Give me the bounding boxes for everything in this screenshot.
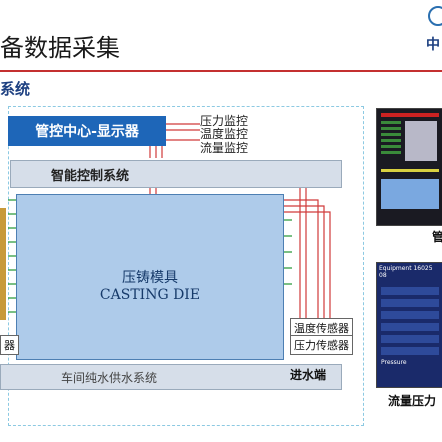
monitor-label-flow: 流量监控 xyxy=(200,141,249,155)
pipe-monitor xyxy=(166,123,200,141)
water-supply-band: 车间纯水供水系统 xyxy=(0,364,342,390)
logo-text: 中 xyxy=(426,37,440,53)
logo-icon xyxy=(428,6,442,26)
die-label-cn: 压铸模具 xyxy=(122,270,178,286)
pipe-red-right xyxy=(282,199,331,346)
screen-pressure-label: Pressure xyxy=(381,359,407,366)
monitor-screenshot-top xyxy=(376,108,442,226)
die-label-en: CASTING DIE xyxy=(99,287,201,303)
pipe-green-out xyxy=(282,219,292,285)
water-inlet-label: 进水端 xyxy=(290,368,327,382)
monitor-screenshot-bottom: Equipment 16025 08 Pressure xyxy=(376,262,442,388)
left-sensor-partial: 器 xyxy=(0,335,19,355)
pipe-red-ctrl xyxy=(149,146,163,158)
screenshot-caption-top: 管 xyxy=(432,230,442,244)
screen-header: Equipment 16025 08 xyxy=(379,265,433,279)
screen-rows-bottom xyxy=(381,287,439,355)
monitor-label-temp: 温度监控 xyxy=(200,127,249,141)
pressure-sensor: 压力传感器 xyxy=(290,335,353,355)
left-manifold xyxy=(0,208,6,320)
page-title: 备数据采集 xyxy=(0,34,120,62)
screen-grid-top xyxy=(381,113,439,209)
intelligent-control-band: 智能控制系统 xyxy=(10,160,342,188)
casting-die: 压铸模具 CASTING DIE xyxy=(16,194,284,360)
pipe-red-vert xyxy=(299,188,307,330)
control-center-box: 管控中心-显示器 xyxy=(8,116,166,146)
screenshot-caption-bottom: 流量压力 xyxy=(388,394,437,408)
title-divider xyxy=(0,70,442,72)
system-boundary xyxy=(8,106,364,426)
pipe-green-in xyxy=(8,199,16,313)
section-title: 系统 xyxy=(0,80,31,98)
monitor-label-pressure: 压力监控 xyxy=(200,114,249,128)
